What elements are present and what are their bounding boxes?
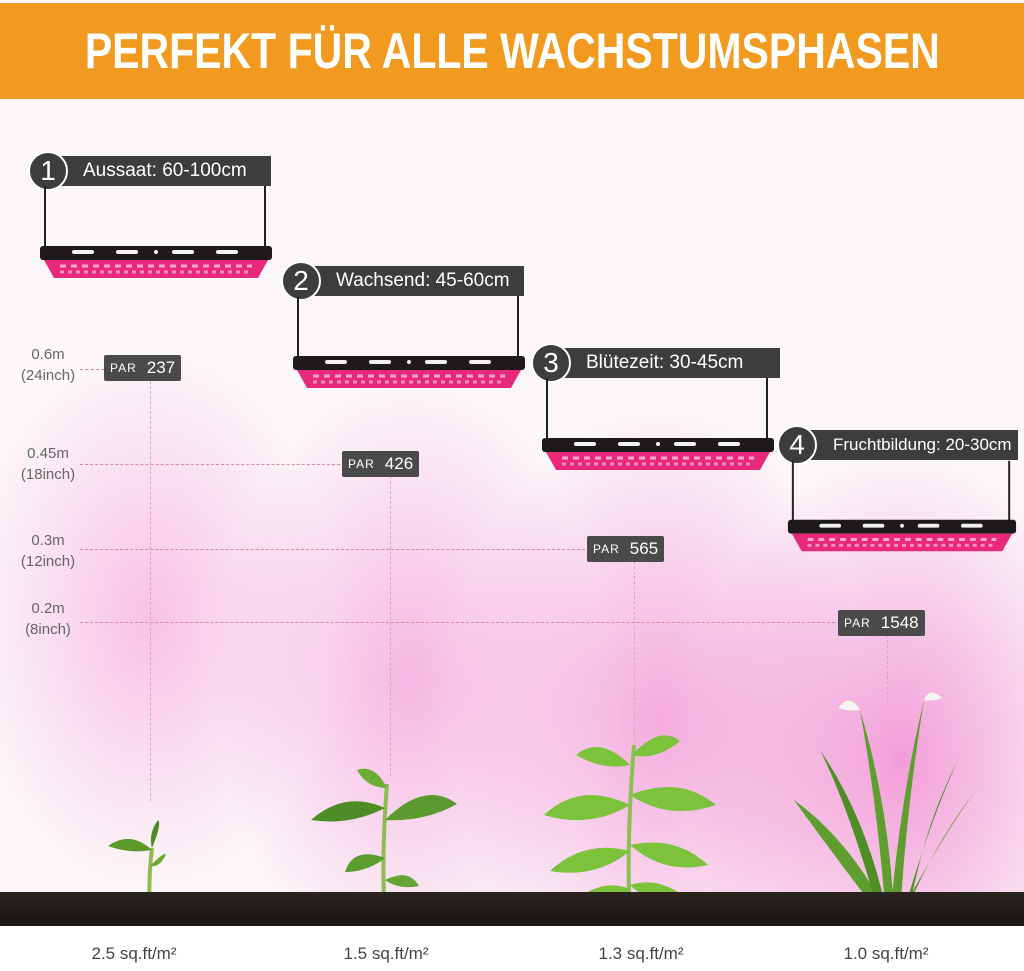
height-imperial: (8inch) (25, 621, 71, 638)
height-metric: 0.2m (31, 600, 65, 617)
plant-icon (794, 692, 976, 918)
pink-light-glow (0, 100, 1024, 900)
stage-label-3: Blütezeit: 30-45cm (546, 348, 780, 378)
par-tag: PAR (593, 542, 620, 556)
stage-label-1: Aussaat: 60-100cm (43, 156, 271, 186)
height-metric: 0.3m (31, 532, 65, 549)
stage-label-text: Blütezeit: 30-45cm (586, 352, 744, 373)
plant-icon (544, 735, 716, 919)
par-guide-line (390, 476, 391, 776)
par-guide-line (150, 381, 151, 801)
par-badge-4: PAR 1548 (838, 610, 925, 636)
par-value: 426 (384, 454, 414, 473)
par-tag: PAR (348, 457, 375, 471)
height-guide-line (80, 549, 590, 550)
height-metric: 0.45m (27, 445, 69, 462)
number-badge-icon: 3 (531, 343, 571, 383)
stage-label-text: Wachsend: 45-60cm (336, 270, 510, 291)
number-badge-icon: 1 (28, 151, 68, 191)
number-badge-icon: 2 (281, 261, 321, 301)
grow-light-icon (542, 378, 774, 470)
par-tag: PAR (844, 616, 871, 630)
header-banner: PERFEKT FÜR ALLE WACHSTUMSPHASEN (0, 3, 1024, 99)
height-imperial: (18inch) (20, 466, 76, 483)
par-badge-3: PAR 565 (587, 536, 665, 562)
height-guide-line (80, 464, 345, 465)
stage-label-text: Fruchtbildung: 20-30cm (833, 435, 1012, 454)
par-value: 565 (629, 539, 659, 558)
stage-label-4: Fruchtbildung: 20-30cm (793, 430, 1018, 460)
grow-light-icon (40, 186, 272, 278)
par-value: 1548 (880, 613, 919, 632)
coverage-label-2: 1.5 sq.ft/m² (343, 944, 429, 963)
grow-light-icon (787, 460, 1017, 552)
par-badge-1: PAR 237 (104, 355, 182, 381)
bottom-band (0, 926, 1024, 971)
coverage-label-4: 1.0 sq.ft/m² (843, 944, 929, 963)
height-label-3: 0.3m (12inch) (13, 530, 83, 572)
stage-label-text: Aussaat: 60-100cm (83, 160, 247, 181)
par-value: 237 (146, 358, 176, 377)
coverage-label-1: 2.5 sq.ft/m² (91, 944, 177, 963)
header-title: PERFEKT FÜR ALLE WACHSTUMSPHASEN (84, 23, 940, 79)
par-guide-line (887, 635, 888, 705)
coverage-label-3: 1.3 sq.ft/m² (598, 944, 684, 963)
height-imperial: (12inch) (20, 553, 76, 570)
number-badge-icon: 4 (777, 425, 817, 465)
par-tag: PAR (110, 361, 137, 375)
height-label-2: 0.45m (18inch) (13, 443, 83, 485)
height-guide-line (80, 369, 110, 370)
soil-strip (0, 892, 1024, 926)
par-guide-line (634, 561, 635, 761)
height-label-1: 0.6m (24inch) (13, 344, 83, 386)
stage-label-2: Wachsend: 45-60cm (296, 266, 524, 296)
height-metric: 0.6m (31, 346, 65, 363)
grow-light-icon (293, 296, 525, 388)
par-badge-2: PAR 426 (342, 451, 420, 477)
height-imperial: (24inch) (20, 367, 76, 384)
height-label-4: 0.2m (8inch) (13, 598, 83, 640)
height-guide-line (80, 622, 840, 623)
